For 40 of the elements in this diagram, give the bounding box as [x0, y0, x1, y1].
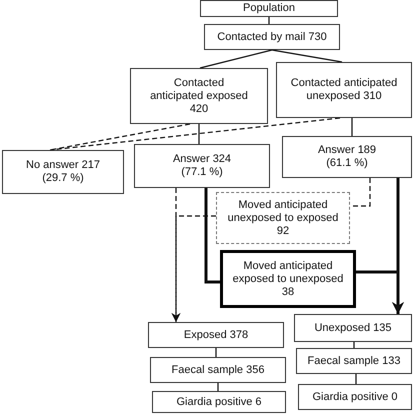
- process-box: [200, 0, 338, 17]
- connector-line: [355, 374, 357, 384]
- process-box: [152, 391, 286, 413]
- connector-line: [351, 118, 353, 136]
- process-box: [204, 24, 340, 50]
- arrow: [172, 215, 216, 322]
- process-box: [130, 68, 268, 124]
- connector-line: [204, 188, 220, 284]
- box-label: Moved anticipated exposed to unexposed 38: [232, 260, 344, 298]
- process-box: [298, 384, 412, 410]
- box-label: Unexposed 135: [314, 322, 392, 334]
- process-box: [220, 250, 356, 308]
- box-label: Faecal sample 133: [308, 354, 400, 368]
- process-box: [134, 144, 270, 188]
- box-label: Faecal sample 356: [172, 364, 264, 376]
- arrow: [392, 178, 404, 314]
- process-box: [148, 322, 284, 348]
- box-label: No answer 217 (29.7 %): [25, 159, 101, 185]
- box-label: Contacted anticipated exposed 420: [149, 76, 249, 116]
- box-label: Population: [243, 2, 295, 15]
- box-label: Contacted anticipated unexposed 310: [290, 77, 398, 103]
- process-box: [150, 357, 286, 383]
- process-box: [276, 62, 412, 118]
- connector-line: [200, 49, 272, 69]
- connector-line: [198, 124, 200, 144]
- process-box: [294, 314, 412, 342]
- box-label: Contacted by mail 730: [217, 30, 327, 44]
- process-box: [282, 136, 412, 178]
- process-box: [216, 192, 350, 244]
- box-label: Exposed 378: [184, 328, 248, 342]
- connector-line: [272, 49, 342, 63]
- box-label: Giardia positive 0: [312, 390, 398, 404]
- connector-line: [350, 178, 371, 207]
- process-box: [296, 348, 412, 374]
- box-label: Answer 189 (61.1 %): [316, 144, 378, 170]
- box-label: Answer 324 (77.1 %): [172, 153, 232, 179]
- box-label: Giardia positive 6: [176, 396, 262, 408]
- process-box: [2, 150, 124, 194]
- box-label: Moved anticipated unexposed to exposed 92: [227, 198, 339, 238]
- connector-line: [50, 117, 340, 151]
